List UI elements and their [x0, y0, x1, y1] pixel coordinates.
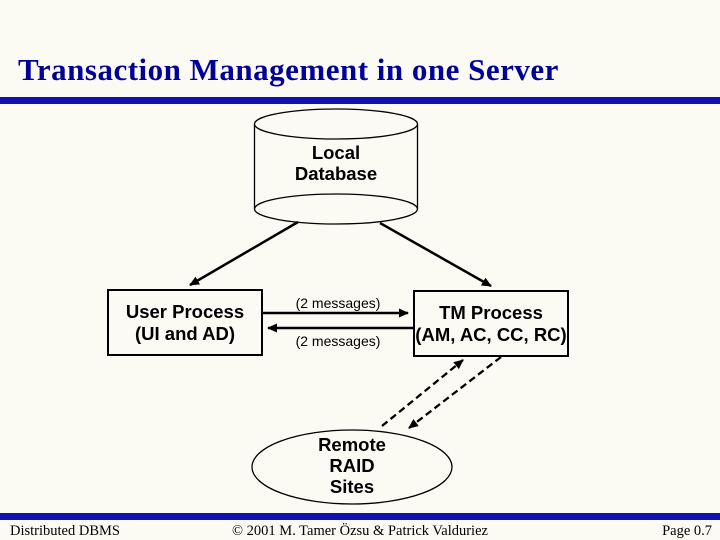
user-process-line1: User Process — [125, 301, 245, 322]
remote-sites-line2: RAID — [329, 455, 375, 476]
footer-copyright-text: © 2001 M. Tamer Özsu & Patrick Valduriez — [232, 523, 488, 539]
footer-page-number: Page 0.7 — [662, 523, 712, 539]
remote-sites-line3: Sites — [329, 476, 375, 497]
user-process-line2: (UI and AD) — [134, 322, 236, 344]
user-process-label: User Process (UI and AD) — [108, 290, 262, 355]
title-underline-bar — [0, 97, 720, 104]
remote-sites-line1: Remote — [318, 434, 386, 455]
tm-process-line2: (AM, AC, CC, RC) — [415, 323, 567, 345]
user-process-box — [107, 289, 263, 356]
dashed-arrow-tm-to-remote — [408, 356, 502, 429]
tm-process-box — [413, 290, 569, 357]
message-label-bottom: (2 messages) — [295, 333, 381, 349]
footer: Distributed DBMS © 2001 M. Tamer Özsu & … — [0, 521, 720, 539]
footer-left-text: Distributed DBMS — [10, 523, 120, 539]
local-database-cylinder — [253, 108, 419, 225]
local-database-line1: Local — [311, 142, 361, 163]
footer-bar — [0, 513, 720, 520]
tm-process-label: TM Process (AM, AC, CC, RC) — [414, 291, 568, 356]
remote-raid-sites-label: Remote RAID Sites — [252, 434, 452, 497]
local-database-line2: Database — [294, 163, 378, 184]
dashed-arrow-remote-to-tm — [381, 359, 464, 427]
tm-process-line1: TM Process — [439, 302, 543, 323]
slide-title: Transaction Management in one Server — [18, 52, 559, 87]
remote-raid-sites-ellipse — [251, 429, 453, 505]
arrow-db-to-tm-process — [379, 221, 492, 288]
local-database-label: Local Database — [254, 142, 418, 184]
message-label-top: (2 messages) — [295, 295, 381, 311]
arrow-db-to-user-process — [189, 220, 299, 287]
